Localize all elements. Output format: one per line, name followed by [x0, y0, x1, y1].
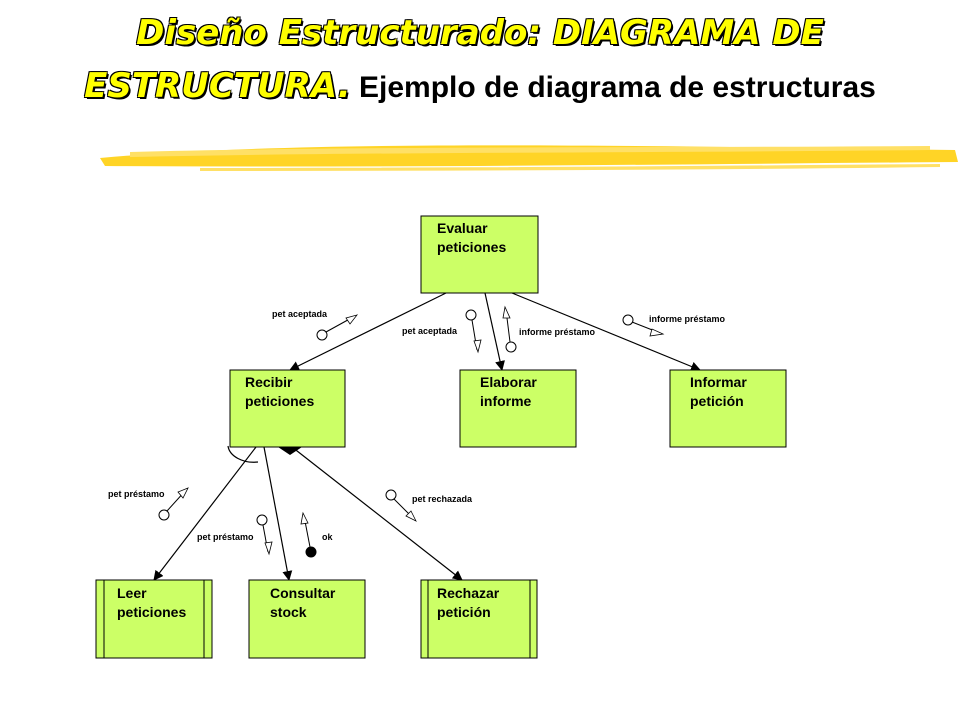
svg-text:Recibir: Recibir [245, 374, 293, 390]
module-evaluar-peticiones: Evaluar peticiones [420, 215, 539, 294]
couple-informe-prestamo-1: informe préstamo [502, 305, 596, 353]
couple-pet-prestamo-2: pet préstamo [197, 514, 273, 556]
connection-recibir-rechazar [291, 446, 463, 581]
couple-pet-prestamo-1: pet préstamo [108, 487, 189, 521]
svg-text:Evaluar: Evaluar [437, 220, 488, 236]
title-main: Diseño Estructurado: DIAGRAMA DE ESTRUCT… [84, 13, 824, 106]
svg-text:pet aceptada: pet aceptada [272, 309, 328, 319]
module-recibir-peticiones: Recibir peticiones [229, 369, 346, 448]
svg-text:petición: petición [690, 393, 744, 409]
svg-text:Leer: Leer [117, 585, 147, 601]
svg-text:peticiones: peticiones [245, 393, 314, 409]
svg-text:Informar: Informar [690, 374, 747, 390]
svg-text:peticiones: peticiones [437, 239, 506, 255]
title-underline [100, 145, 958, 171]
svg-text:informe préstamo: informe préstamo [519, 327, 596, 337]
module-rechazar-peticion: Rechazar petición [420, 579, 538, 659]
connections [153, 292, 701, 581]
connection-recibir-consultar [263, 446, 293, 581]
connection-evaluar-recibir [289, 292, 447, 371]
page-title: Diseño Estructurado: DIAGRAMA DE ESTRUCT… [60, 10, 900, 116]
couple-ok: ok [300, 511, 333, 558]
module-informar-peticion: Informar petición [669, 369, 787, 448]
svg-text:stock: stock [270, 604, 307, 620]
couple-pet-rechazada: pet rechazada [385, 489, 473, 522]
svg-text:Elaborar: Elaborar [480, 374, 537, 390]
svg-text:pet aceptada: pet aceptada [402, 326, 458, 336]
connection-evaluar-informar [511, 292, 701, 372]
iteration-arc [227, 445, 259, 463]
svg-text:peticiones: peticiones [117, 604, 186, 620]
title-sub: Ejemplo de diagrama de estructuras [350, 71, 876, 104]
connection-evaluar-elaborar [484, 292, 505, 371]
svg-text:petición: petición [437, 604, 491, 620]
connection-recibir-leer [153, 446, 257, 581]
svg-text:pet rechazada: pet rechazada [412, 494, 473, 504]
svg-text:Consultar: Consultar [270, 585, 336, 601]
svg-text:pet préstamo: pet préstamo [108, 489, 165, 499]
couple-pet-aceptada-2: pet aceptada [402, 309, 482, 354]
svg-text:informe: informe [480, 393, 532, 409]
svg-text:ok: ok [322, 532, 333, 542]
couple-pet-aceptada-1: pet aceptada [272, 309, 359, 341]
svg-text:informe préstamo: informe préstamo [649, 314, 726, 324]
couple-informe-prestamo-2: informe préstamo [622, 314, 726, 337]
module-consultar-stock: Consultar stock [248, 579, 366, 659]
svg-text:pet préstamo: pet préstamo [197, 532, 254, 542]
module-elaborar-informe: Elaborar informe [459, 369, 577, 448]
svg-text:Rechazar: Rechazar [437, 585, 500, 601]
module-leer-peticiones: Leer peticiones [95, 579, 213, 659]
